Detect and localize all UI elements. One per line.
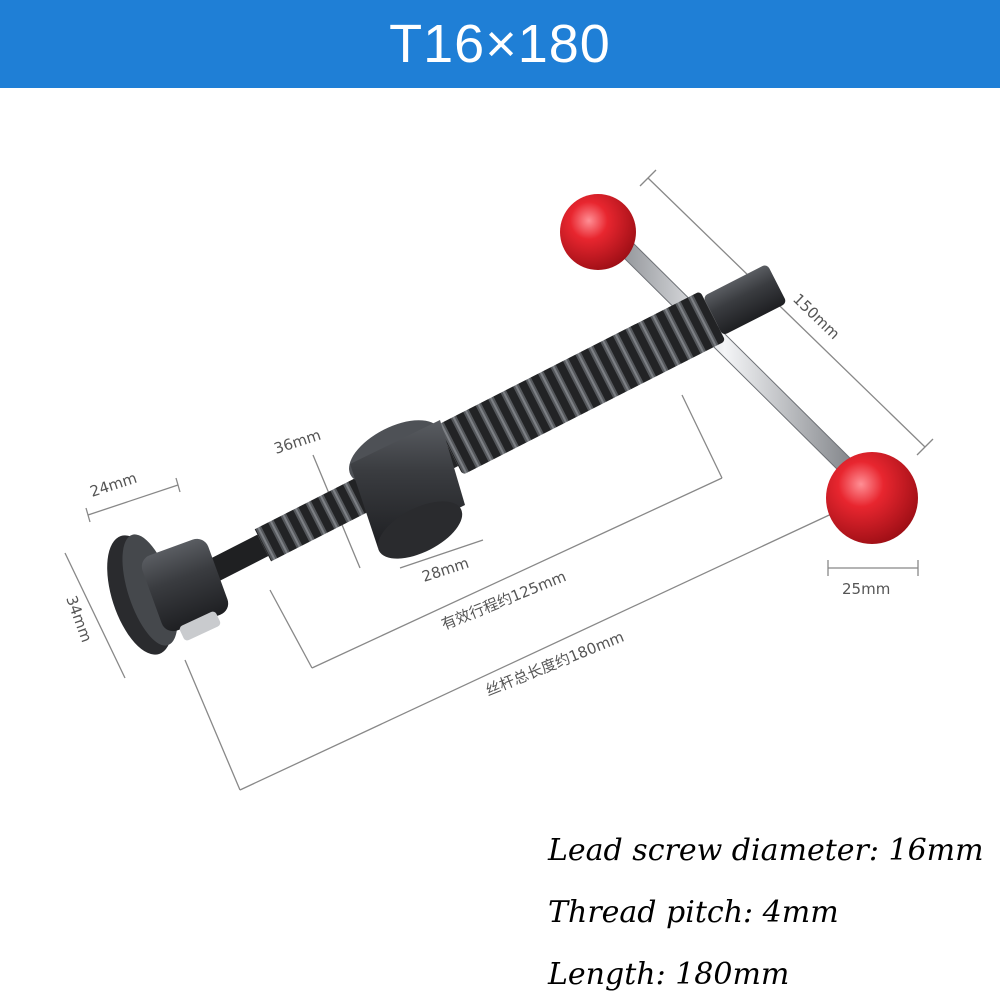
lead-screw — [159, 265, 786, 606]
label-handle-length: 150mm — [789, 290, 843, 343]
label-pad-width: 24mm — [88, 469, 140, 501]
handle-ball-bottom — [826, 452, 918, 544]
spec-diameter: Lead screw diameter: 16mm — [548, 833, 984, 868]
handle-ball-top — [560, 194, 636, 270]
product-illustration: 150mm 36mm 24mm 34mm 28mm 25mm 有效行程约125m… — [62, 169, 934, 791]
label-total-length: 丝杆总长度约180mm — [483, 628, 627, 700]
guide-nut — [349, 420, 465, 559]
label-pad-diameter: 34mm — [62, 593, 95, 645]
label-ball-diameter: 25mm — [842, 580, 890, 598]
spec-length: Length: 180mm — [548, 957, 790, 992]
dimension-lines — [64, 169, 934, 791]
title-banner: T16×180 — [0, 0, 1000, 88]
label-nut-diameter: 36mm — [272, 426, 324, 458]
spec-list: Lead screw diameter: 16mm Thread pitch: … — [548, 820, 1000, 1000]
page-title: T16×180 — [389, 14, 611, 74]
spec-pitch: Thread pitch: 4mm — [548, 895, 839, 930]
clamp-pad — [107, 534, 229, 655]
